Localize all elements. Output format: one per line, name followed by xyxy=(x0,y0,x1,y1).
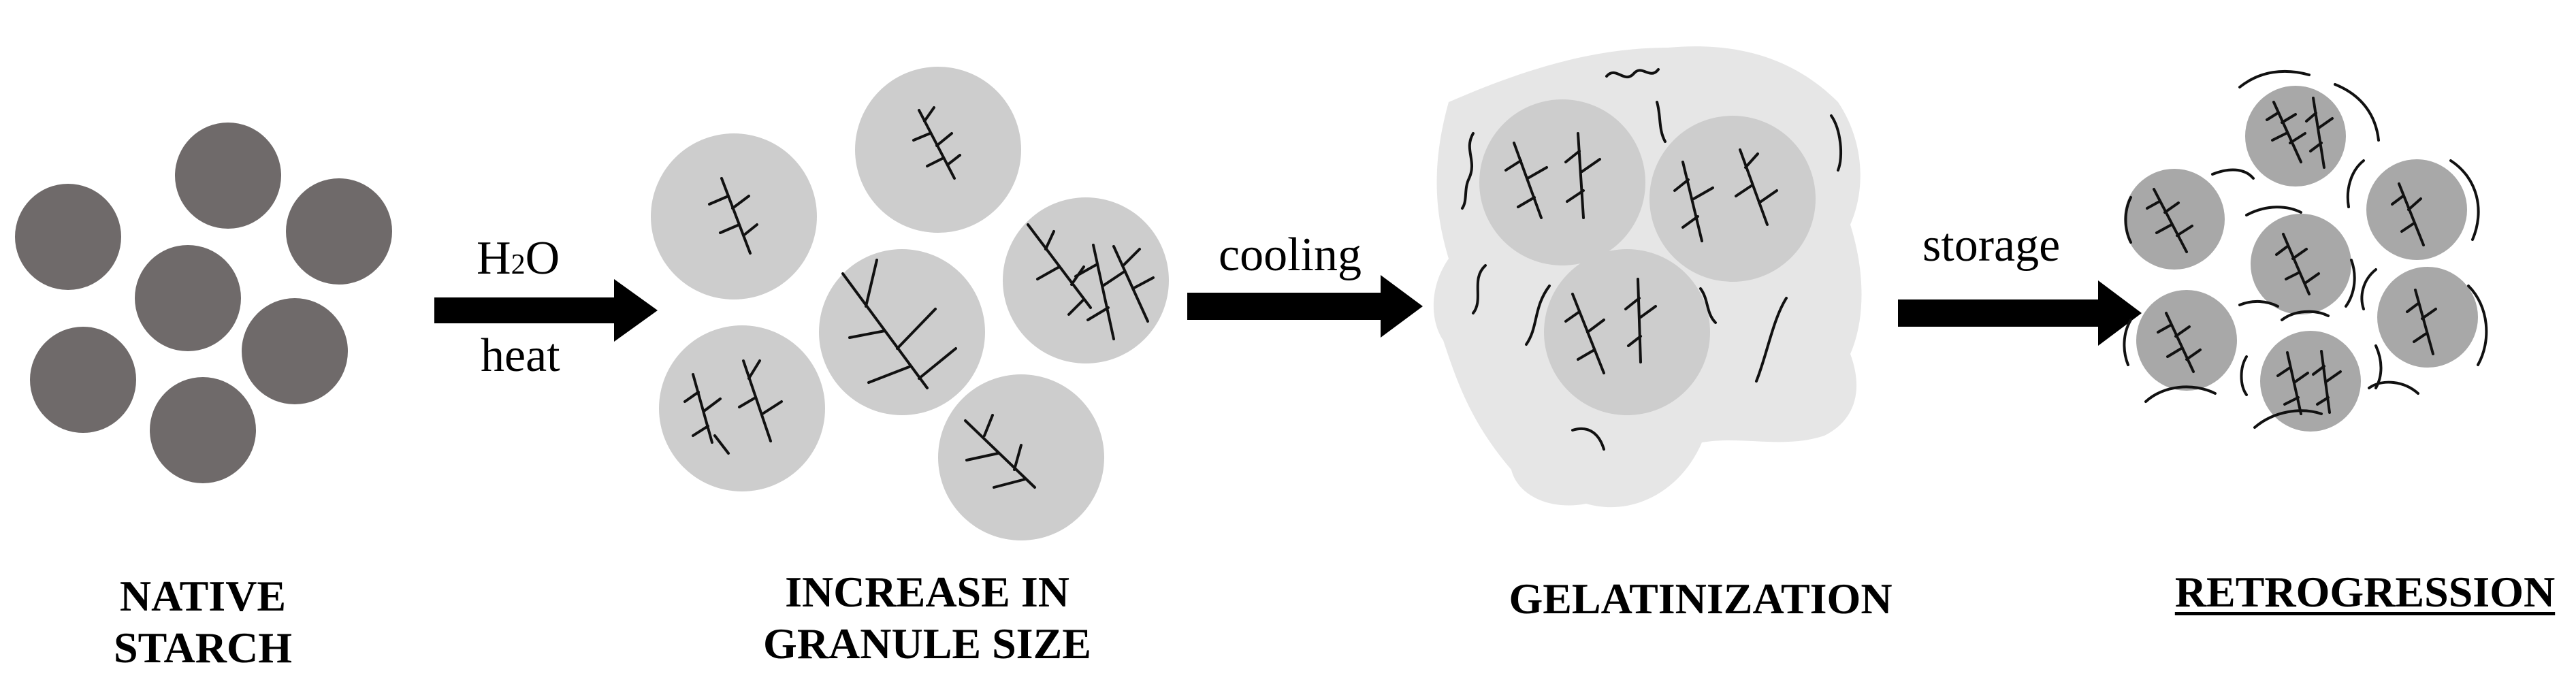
gelatinization-line-1: GELATINIZATION xyxy=(1509,574,1893,623)
retrogression-line-1: RETROGRESSION xyxy=(2174,568,2556,616)
native-granule xyxy=(15,184,121,290)
swollen-granule xyxy=(938,374,1104,540)
stage-label-retrogression: RETROGRESSION xyxy=(2175,566,2555,618)
native-granule xyxy=(175,123,281,229)
amylopectin-branches xyxy=(683,106,1155,489)
native-granule xyxy=(286,178,392,285)
retro-granule xyxy=(2260,331,2361,432)
stage-label-native: NATIVE STARCH xyxy=(114,570,292,673)
retro-granule xyxy=(2245,86,2346,187)
gel-granule xyxy=(1479,99,1645,265)
native-granule xyxy=(135,245,241,351)
arrow-2 xyxy=(1187,275,1423,338)
native-granule xyxy=(30,327,136,433)
arrow-3 xyxy=(1898,280,2142,346)
native-granule xyxy=(150,377,256,483)
gel-matrix xyxy=(1433,46,1862,508)
increase-line-1: INCREASE IN xyxy=(785,568,1069,616)
native-starch-granules xyxy=(15,123,392,483)
native-granule xyxy=(242,298,348,404)
arrow-2-label: cooling xyxy=(1219,229,1362,281)
increase-line-2: GRANULE SIZE xyxy=(763,619,1091,668)
native-line-2: STARCH xyxy=(114,623,292,672)
retro-granule xyxy=(2366,159,2467,260)
retro-granule xyxy=(2124,169,2225,270)
retro-granule xyxy=(2377,267,2478,368)
arrow-1 xyxy=(434,279,658,342)
stage-label-increase: INCREASE IN GRANULE SIZE xyxy=(763,566,1091,669)
gel-granule xyxy=(1649,116,1816,282)
swollen-granule xyxy=(819,249,985,415)
native-line-1: NATIVE xyxy=(119,572,287,620)
swollen-granule xyxy=(1003,197,1169,363)
h2o-o: O xyxy=(525,232,560,285)
retro-branches xyxy=(2123,69,2488,429)
gel-branches xyxy=(1461,68,1843,451)
gel-granule xyxy=(1544,249,1710,415)
arrow-3-label: storage xyxy=(1922,219,2061,272)
swollen-granule xyxy=(651,133,817,299)
retro-granule xyxy=(2251,214,2351,314)
h2o-h: H xyxy=(477,232,511,285)
retro-granules xyxy=(2124,86,2478,432)
stage-label-gelatinization: GELATINIZATION xyxy=(1509,573,1892,625)
swollen-granules xyxy=(651,67,1169,540)
arrow-1-bottom-label: heat xyxy=(481,329,560,382)
h2o-sub: 2 xyxy=(511,249,526,280)
retro-granule xyxy=(2136,290,2237,391)
arrow-1-top-label: H2O xyxy=(477,235,560,282)
swollen-granule xyxy=(659,325,825,491)
